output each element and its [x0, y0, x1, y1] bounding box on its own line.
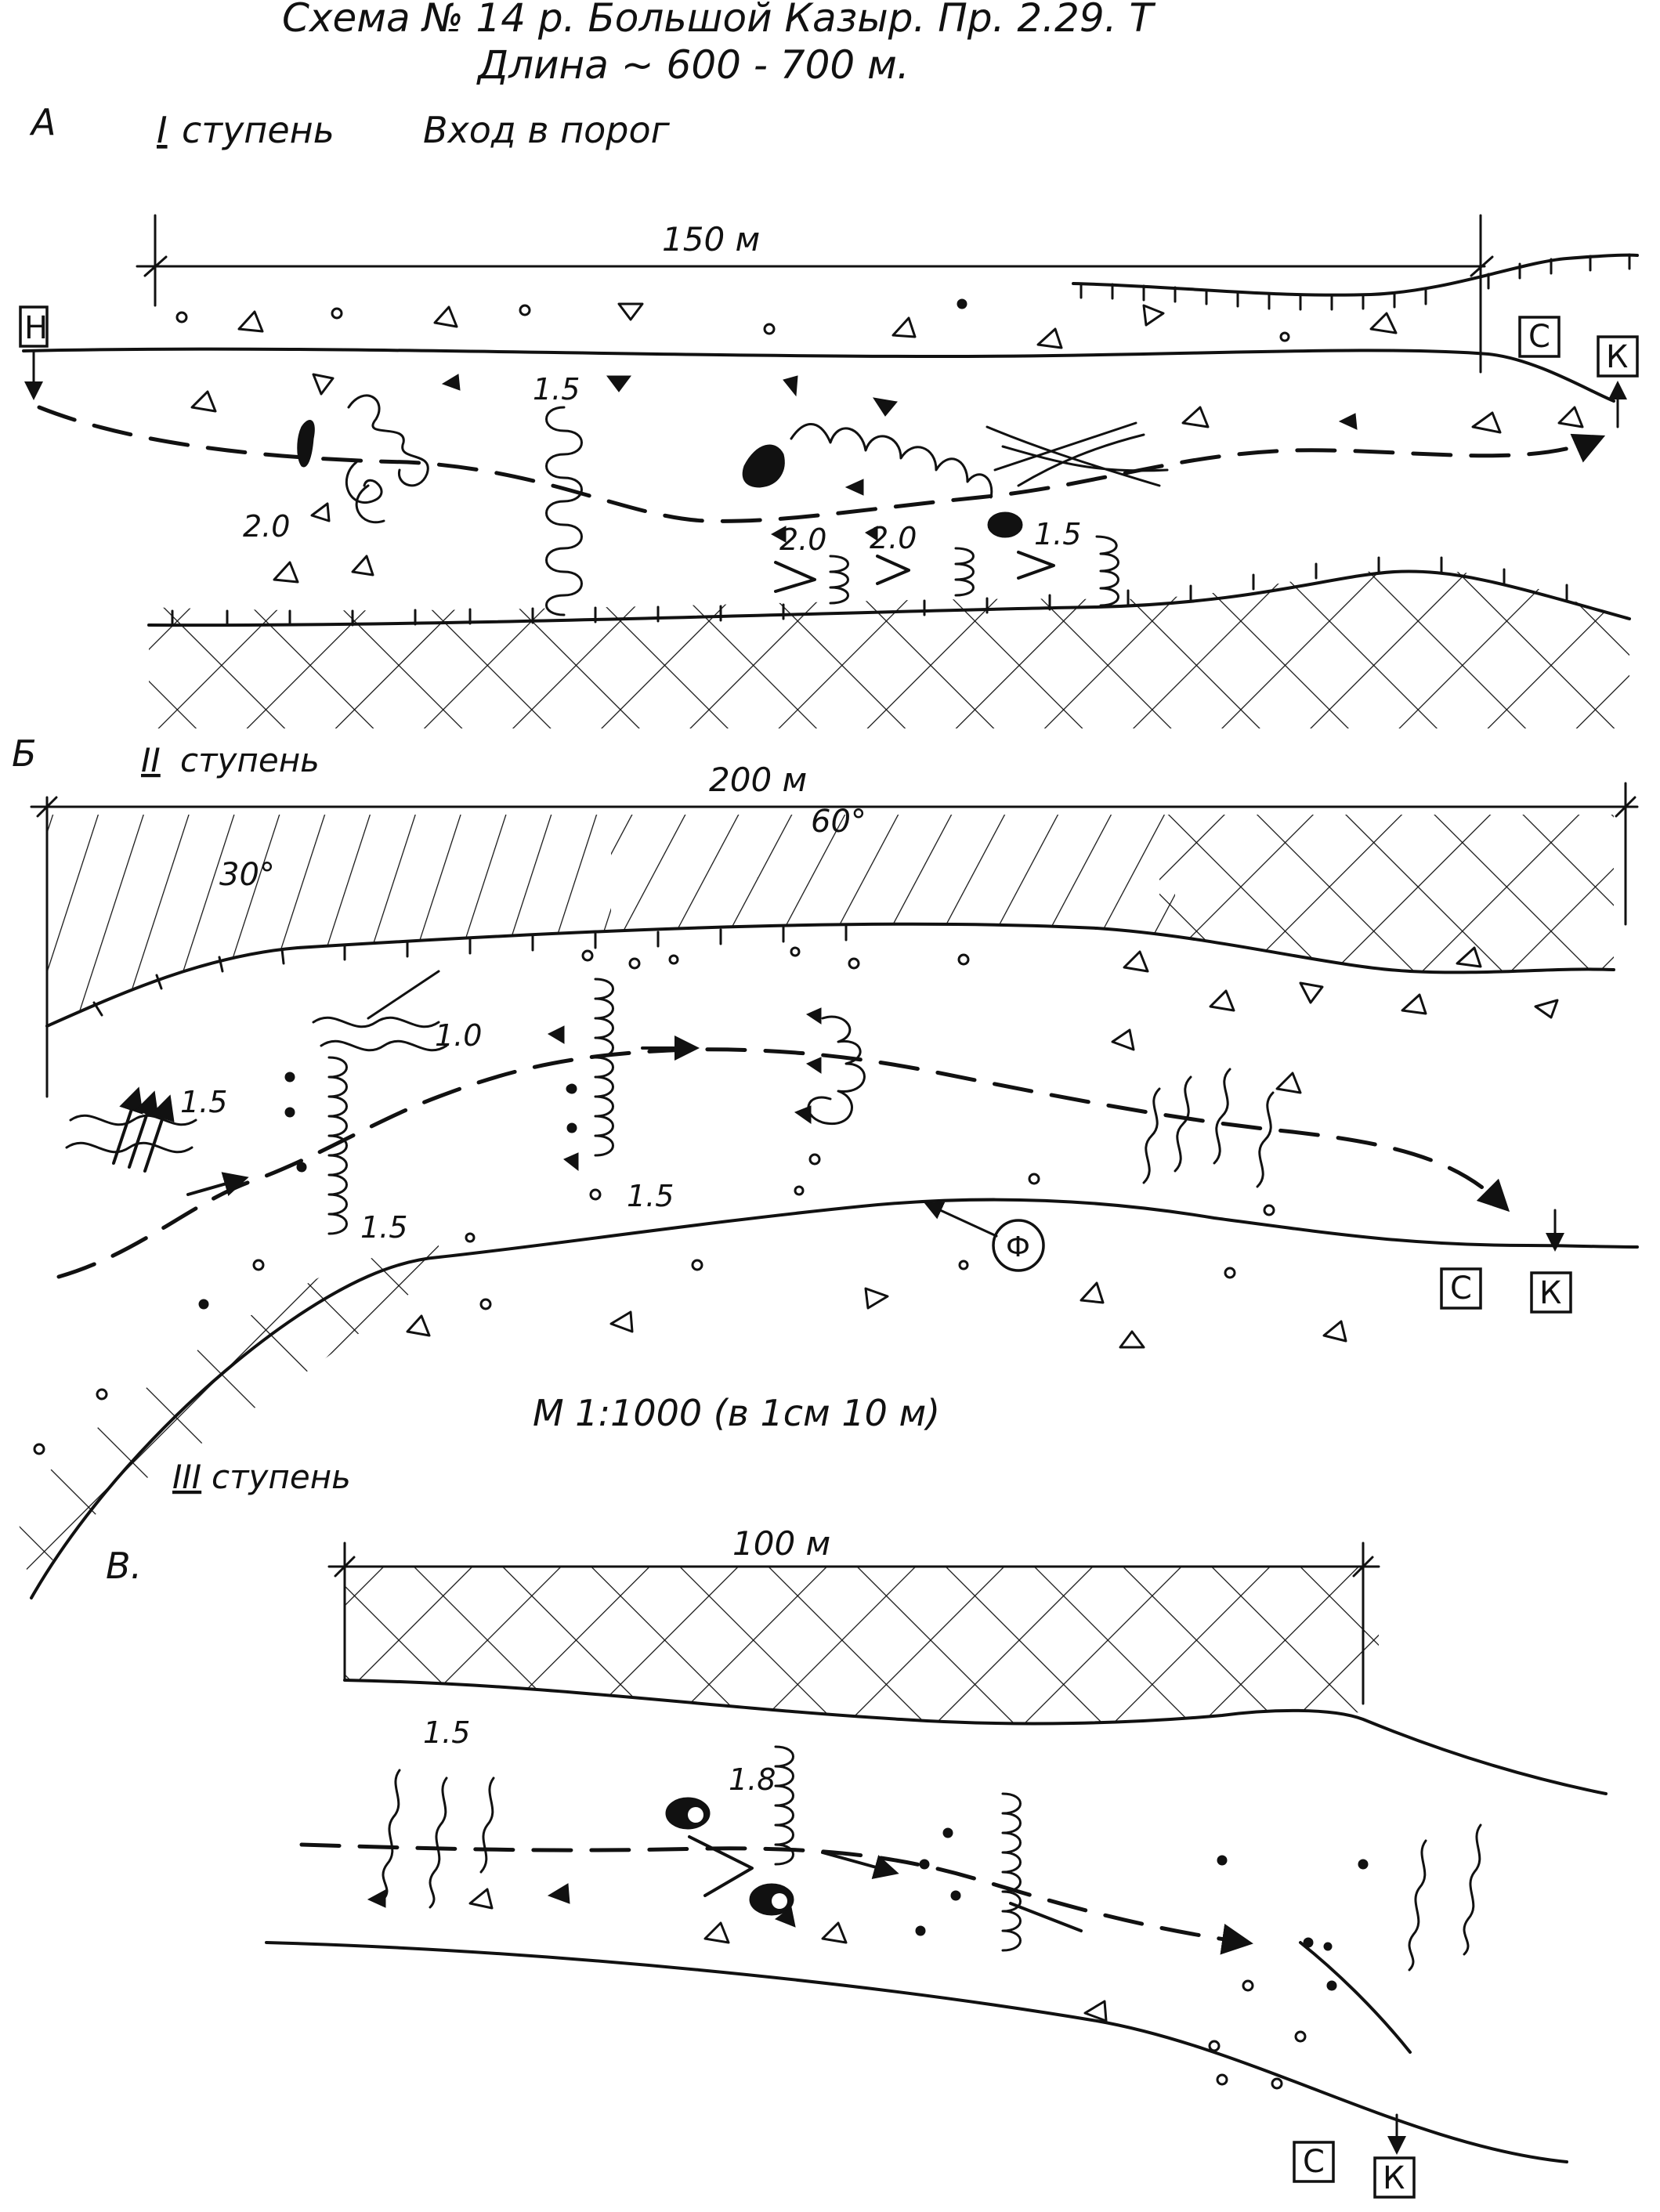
chevrons-a — [774, 551, 1055, 593]
cross-waves-b1 — [312, 970, 448, 1052]
stones-a — [175, 302, 1584, 584]
safety-box-b: С — [1440, 1267, 1482, 1310]
end-box-a: К — [1597, 335, 1639, 428]
safety-label-b: С — [1450, 1270, 1472, 1307]
scheme-length: Длина ~ 600 - 700 м. — [476, 42, 910, 88]
rock-hatch-c — [345, 1567, 1379, 1724]
roller-c1 — [774, 1745, 794, 1866]
rock-a1 — [297, 420, 315, 468]
safety-label-a: С — [1528, 319, 1550, 355]
stones-a-filled — [441, 298, 1358, 543]
route-a — [37, 405, 1606, 523]
label-a-2: 2.0 — [243, 509, 290, 544]
angle-label-b-60: 60° — [811, 804, 866, 840]
upper-bank-a — [22, 347, 1615, 403]
end-label-a: К — [1606, 339, 1628, 375]
rock-c1 — [665, 1797, 711, 1830]
roller-a2 — [545, 406, 583, 616]
scheme-title: Схема № 14 р. Большой Казыр. Пр. 2.29. Т — [282, 0, 1155, 41]
section-a-step-word: ступень — [182, 109, 335, 151]
end-box-c: К — [1373, 2113, 1416, 2199]
upper-bank-b — [45, 922, 1615, 1028]
section-a-letter: А — [29, 101, 56, 143]
route-b — [56, 1047, 1510, 1279]
safety-label-c: С — [1303, 2144, 1325, 2180]
angle-label-b-30: 30° — [219, 857, 275, 893]
safety-box-a: С — [1518, 316, 1561, 358]
scale-label: М 1:1000 (в 1см 10 м) — [533, 1392, 940, 1434]
section-c-letter: В. — [106, 1545, 142, 1587]
chevron-c — [688, 1835, 754, 1897]
rock-a2 — [742, 444, 785, 488]
rock-a3 — [987, 511, 1023, 538]
rock-hatch-b-lower — [16, 1245, 439, 1598]
route-c-arrow — [821, 1851, 899, 1879]
label-b-3: 1.5 — [360, 1210, 407, 1245]
label-b-4: 1.5 — [627, 1179, 674, 1213]
distance-label-b: 200 м — [709, 761, 807, 799]
rock-c2 — [749, 1883, 794, 1916]
label-a-5: 1.5 — [1034, 517, 1081, 551]
section-c: III ступень В. 100 м — [106, 1458, 1608, 2199]
route-b-arrow — [186, 1172, 249, 1196]
route-c-arrow2 — [1009, 1902, 1083, 1932]
standing-waves-c2 — [1408, 1823, 1482, 1972]
start-marker-a: Н — [19, 305, 49, 400]
roller-c2 — [1001, 1792, 1022, 1952]
section-c-step-number: III — [172, 1458, 201, 1496]
stones-c-filled — [367, 1827, 1369, 1991]
label-c-1: 1.5 — [423, 1715, 470, 1750]
label-b-1: 1.5 — [180, 1085, 227, 1119]
upper-bank-top-a — [1072, 253, 1639, 297]
lower-bank-ticks-a — [171, 556, 1568, 627]
roller-b2 — [594, 978, 614, 1157]
section-b-step-number: II — [141, 741, 161, 779]
slope-hatch-b-60 — [611, 815, 1175, 1026]
section-c-step-word: ступень — [212, 1458, 351, 1496]
distance-label-c: 100 м — [732, 1524, 830, 1563]
standing-waves-c1 — [382, 1769, 495, 1909]
photo-label: Ф — [1006, 1231, 1030, 1263]
label-c-2: 1.8 — [729, 1762, 776, 1797]
upper-bank-ticks-a — [1080, 253, 1631, 311]
eddy-arrows-b — [112, 1086, 175, 1173]
section-b-step-word: ступень — [180, 741, 320, 779]
label-b-2: 1.0 — [435, 1018, 482, 1053]
lower-bank-a — [147, 569, 1631, 627]
roller-a1 — [345, 394, 429, 524]
distance-label-a: 150 м — [662, 220, 760, 258]
stones-c — [468, 1888, 1307, 2090]
label-a-3: 2.0 — [779, 522, 826, 557]
upper-bank-c — [343, 1679, 1608, 1795]
slope-hatch-b-30 — [47, 815, 611, 1026]
end-box-b: К — [1530, 1209, 1572, 1314]
section-b-letter: Б — [12, 732, 37, 775]
upper-bank-ticks-b — [92, 924, 848, 1017]
roller-b1 — [327, 1056, 348, 1235]
cross-waves-b2 — [65, 1114, 197, 1154]
stones-b — [33, 946, 1559, 1455]
end-label-b: К — [1539, 1275, 1561, 1311]
photo-point-b: Ф — [924, 1202, 1045, 1272]
start-marker-label: Н — [24, 310, 48, 346]
safety-box-c: С — [1293, 2141, 1335, 2183]
label-a-1: 1.5 — [533, 372, 580, 407]
section-a: А I ступень Вход в порог 150 м — [19, 101, 1639, 728]
standing-waves-b — [1142, 1068, 1275, 1188]
route-c — [299, 1842, 1253, 1955]
roller-a4 — [829, 535, 1119, 607]
roller-b3 — [807, 1015, 866, 1126]
end-label-c: К — [1383, 2160, 1405, 2196]
route-c-tail — [1299, 1941, 1412, 2054]
stones-b-filled — [198, 1007, 822, 1310]
distance-line-a — [136, 214, 1494, 374]
roller-a3 — [790, 423, 993, 499]
section-a-title: Вход в порог — [423, 109, 671, 151]
lower-bank-c — [265, 1941, 1568, 2163]
cross-waves-a — [986, 421, 1169, 487]
section-a-step-number: I — [157, 109, 168, 151]
